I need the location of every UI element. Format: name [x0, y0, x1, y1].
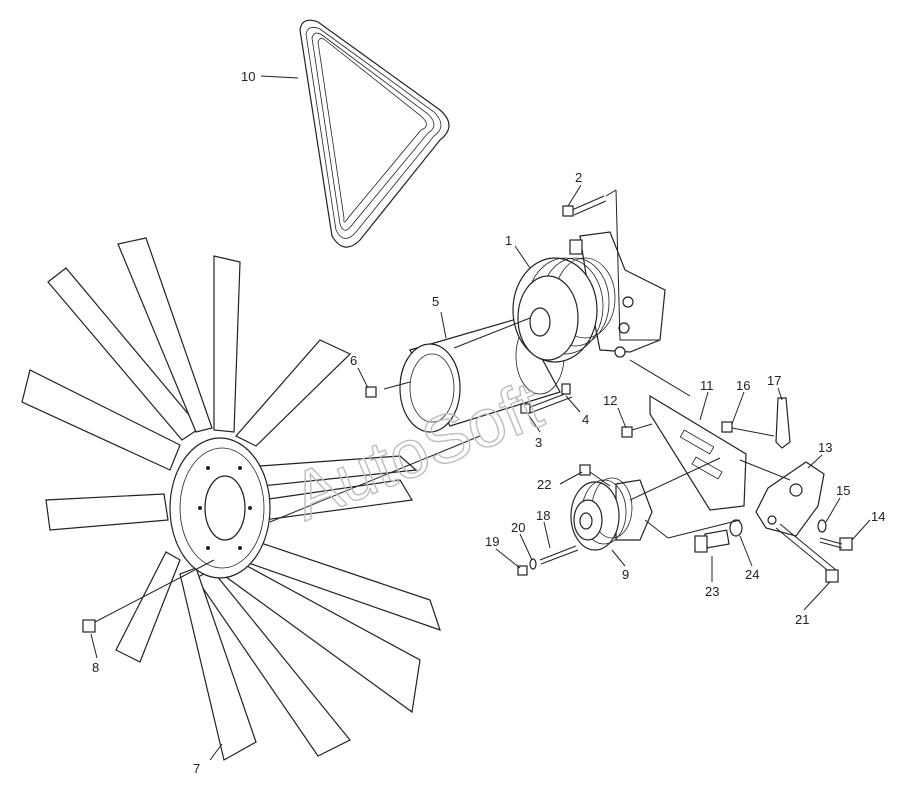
callout-15: 15	[836, 483, 850, 498]
callout-1: 1	[505, 233, 512, 248]
drive-belt	[299, 19, 450, 248]
callout-10: 10	[241, 69, 255, 84]
callout-9: 9	[622, 567, 629, 582]
callout-14: 14	[871, 509, 885, 524]
callout-13: 13	[818, 440, 832, 455]
fasteners	[82, 195, 853, 633]
tensioner-bracket	[755, 461, 825, 537]
callout-11: 11	[700, 378, 714, 393]
alignment-lines	[94, 189, 791, 623]
callout-3: 3	[535, 435, 542, 450]
fan-spacer	[399, 317, 565, 433]
callout-22: 22	[537, 477, 551, 492]
callout-6: 6	[350, 353, 357, 368]
callout-21: 21	[795, 612, 809, 627]
callout-2: 2	[575, 170, 582, 185]
callout-24: 24	[745, 567, 759, 582]
brackets	[649, 394, 791, 511]
callout-labels: 10 2 1 5 6 3 4 7 8 9 11 12 13 14 15 16 1…	[92, 69, 885, 776]
callout-8: 8	[92, 660, 99, 675]
idler-pulley	[570, 477, 653, 551]
callout-18: 18	[536, 508, 550, 523]
callout-19: 19	[485, 534, 499, 549]
callout-17: 17	[767, 373, 781, 388]
leader-lines	[90, 75, 871, 761]
callout-12: 12	[603, 393, 617, 408]
pump-housing	[512, 231, 666, 363]
callout-16: 16	[736, 378, 750, 393]
callout-23: 23	[705, 584, 719, 599]
callout-7: 7	[193, 761, 200, 776]
callout-4: 4	[582, 412, 589, 427]
callout-20: 20	[511, 520, 525, 535]
callout-5: 5	[432, 294, 439, 309]
